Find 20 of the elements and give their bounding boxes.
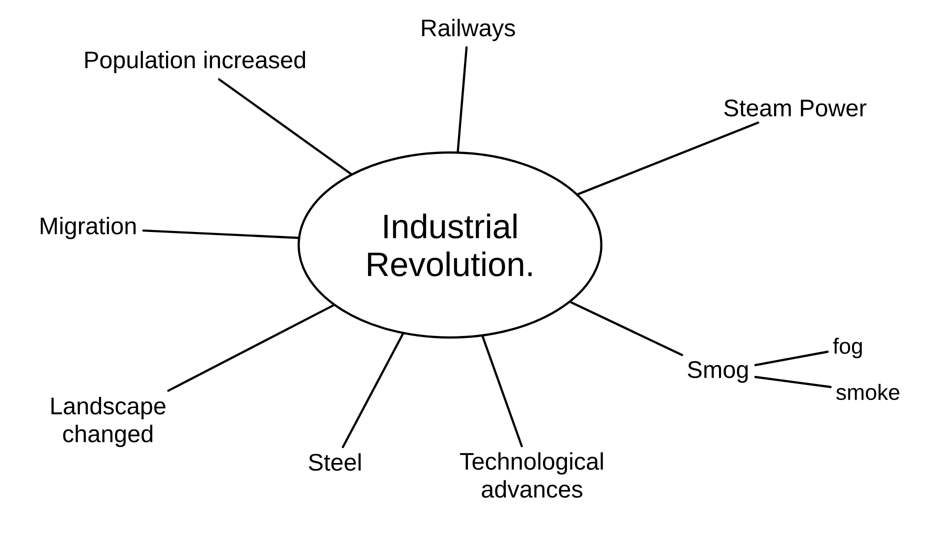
branch-line <box>456 46 468 153</box>
branch-label: Steam Power <box>724 100 866 116</box>
branch-label: Technological advances <box>460 452 603 498</box>
branch-line <box>142 229 300 239</box>
branch-label: Landscape changed <box>51 396 166 448</box>
branch-label: Migration <box>40 216 136 240</box>
branch-label: Steel <box>308 453 361 471</box>
branch-line <box>167 304 335 392</box>
branch-line <box>570 301 684 356</box>
branch-line <box>482 335 523 448</box>
branch-label: fog <box>833 338 862 358</box>
branch-label: Population increased <box>85 50 306 74</box>
branch-line <box>754 350 829 366</box>
branch-label: smoke <box>836 384 900 400</box>
branch-line <box>218 78 352 175</box>
branch-line <box>576 122 760 196</box>
branch-line <box>754 376 832 388</box>
branch-line <box>342 332 404 448</box>
branch-label: Railways <box>422 18 515 42</box>
branch-label: Smog <box>688 361 748 383</box>
